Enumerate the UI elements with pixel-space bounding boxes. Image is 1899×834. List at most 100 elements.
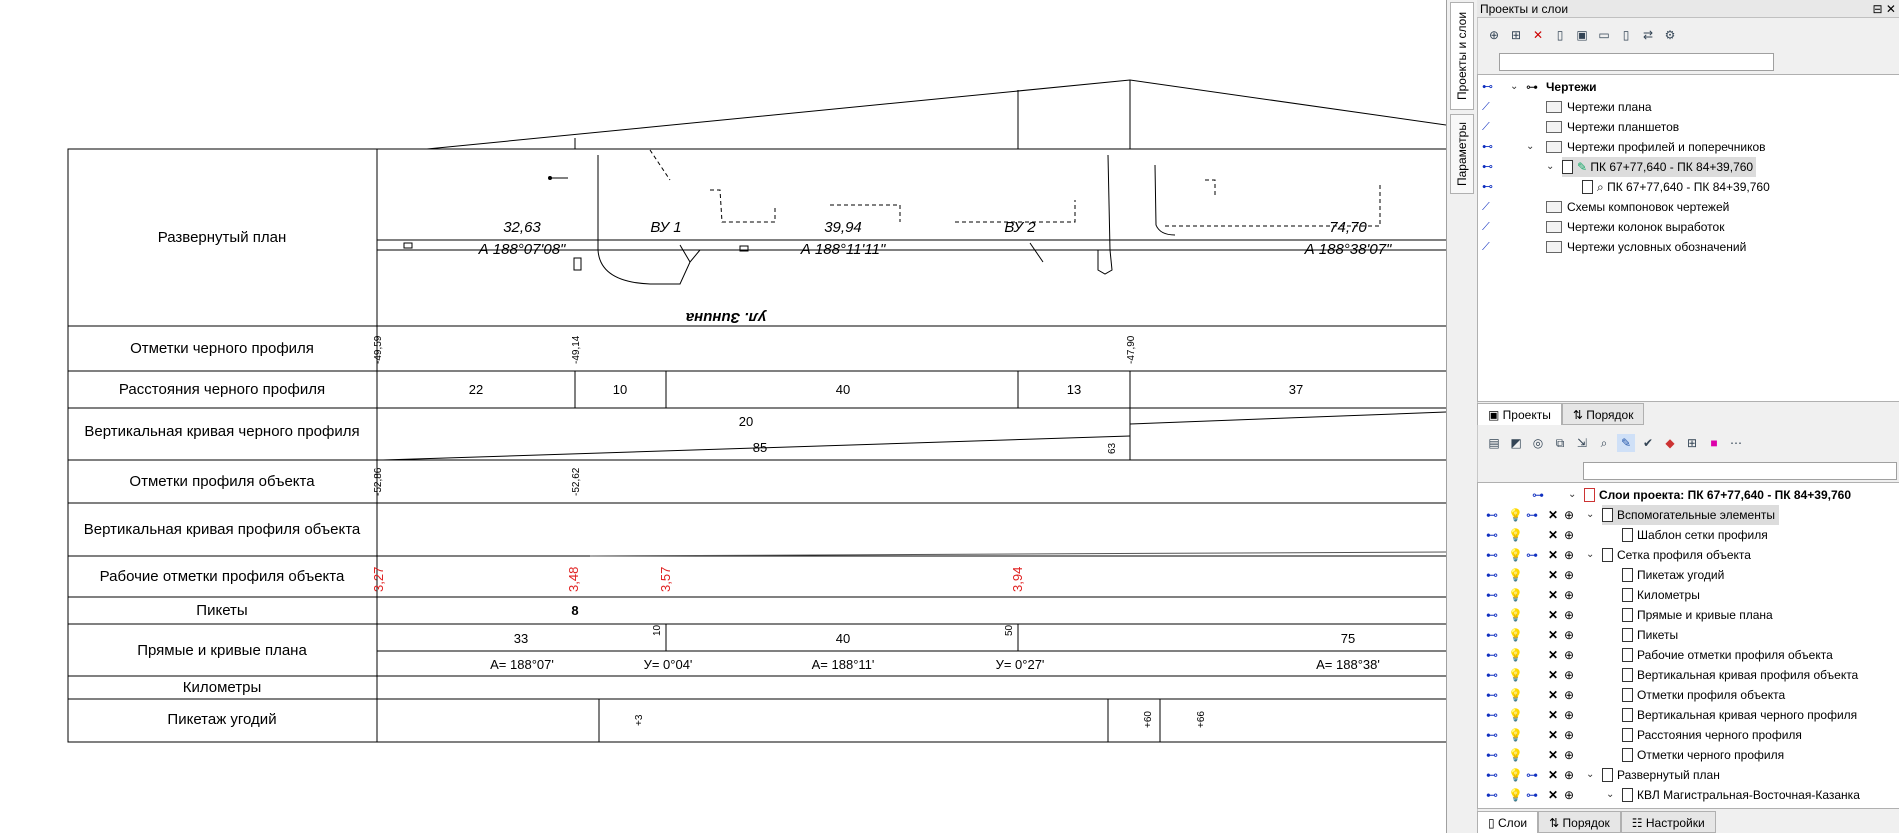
- layer-km[interactable]: ⊷💡✕⊕ Километры: [1482, 585, 1897, 605]
- link-icon[interactable]: ⊷: [1486, 708, 1498, 722]
- crosshair-icon[interactable]: ⊕: [1564, 688, 1575, 702]
- bulb-icon[interactable]: 💡: [1508, 728, 1523, 742]
- layer-land[interactable]: ⊷💡✕⊕ Пикетаж угодий: [1482, 565, 1897, 585]
- link-arrow-icon[interactable]: ⊶: [1526, 508, 1538, 522]
- bulb-icon[interactable]: 💡: [1508, 648, 1523, 662]
- layer-obj-marks[interactable]: ⊷💡✕⊕ Отметки профиля объекта: [1482, 685, 1897, 705]
- layer-kvl[interactable]: ⊷💡⊶✕⊕ ⌄ КВЛ Магистральная-Восточная-Каза…: [1482, 785, 1897, 805]
- cross-icon[interactable]: ✕: [1548, 628, 1559, 642]
- add-subproject-icon[interactable]: ⊞: [1510, 28, 1522, 42]
- cross-icon[interactable]: ✕: [1548, 648, 1559, 662]
- chevron-down-icon[interactable]: ⌄: [1526, 141, 1535, 152]
- layers-search-input[interactable]: [1583, 462, 1897, 480]
- bulb-icon[interactable]: 💡: [1508, 588, 1523, 602]
- bulb-icon[interactable]: 💡: [1508, 608, 1523, 622]
- layer-aux[interactable]: ⊷💡⊶✕⊕ ⌄ Вспомогательные элементы: [1482, 505, 1897, 525]
- projects-search-input[interactable]: [1499, 53, 1774, 71]
- link-icon[interactable]: ⊷: [1486, 628, 1498, 642]
- cross-icon[interactable]: ✕: [1548, 708, 1559, 722]
- cross-icon[interactable]: ✕: [1548, 508, 1559, 522]
- crosshair-icon[interactable]: ⊕: [1564, 608, 1575, 622]
- link-icon[interactable]: ⊷: [1486, 648, 1498, 662]
- copy-drawing-icon[interactable]: ▭: [1598, 28, 1610, 42]
- paste-drawing-icon[interactable]: ▯: [1622, 28, 1630, 42]
- crosshair-icon[interactable]: ⊕: [1564, 788, 1575, 802]
- crosshair-icon[interactable]: ⊕: [1564, 548, 1575, 562]
- layer-move-icon[interactable]: ⇲: [1576, 436, 1588, 450]
- tab-layer-order[interactable]: ⇅ Порядок: [1538, 811, 1621, 833]
- cross-icon[interactable]: ✕: [1548, 768, 1559, 782]
- crosshair-icon[interactable]: ⊕: [1564, 588, 1575, 602]
- layer-style-icon[interactable]: ◩: [1510, 436, 1522, 450]
- layer-plan-lines[interactable]: ⊷💡✕⊕ Прямые и кривые плана: [1482, 605, 1897, 625]
- link-icon[interactable]: ⊷: [1486, 508, 1498, 522]
- bulb-icon[interactable]: 💡: [1508, 668, 1523, 682]
- layer-work-marks[interactable]: ⊷💡✕⊕ Рабочие отметки профиля объекта: [1482, 645, 1897, 665]
- layer-grid-template[interactable]: ⊷💡✕⊕ Шаблон сетки профиля: [1482, 525, 1897, 545]
- check-icon[interactable]: ✔: [1642, 436, 1654, 450]
- link-icon[interactable]: ⊷: [1486, 768, 1498, 782]
- crosshair-icon[interactable]: ⊕: [1564, 648, 1575, 662]
- link-icon[interactable]: ⊷: [1486, 688, 1498, 702]
- crosshair-icon[interactable]: ⊕: [1564, 708, 1575, 722]
- link-icon[interactable]: ⊷: [1486, 548, 1498, 562]
- crosshair-icon[interactable]: ⊕: [1564, 528, 1575, 542]
- brush-icon[interactable]: ✎: [1617, 434, 1635, 452]
- layer-preview-icon[interactable]: ⌕: [1600, 435, 1608, 450]
- profile-drawing-canvas[interactable]: Развернутый план Отметки черного профиля…: [0, 0, 1446, 833]
- vtab-projects-layers[interactable]: Проекты и слои: [1450, 2, 1474, 110]
- chevron-down-icon[interactable]: ⌄: [1586, 769, 1595, 780]
- cross-icon[interactable]: ✕: [1548, 608, 1559, 622]
- link-arrow-icon[interactable]: ⊶: [1526, 548, 1538, 562]
- cross-icon[interactable]: ✕: [1548, 728, 1559, 742]
- bulb-icon[interactable]: 💡: [1508, 768, 1523, 782]
- layer-black-marks[interactable]: ⊷💡✕⊕ Отметки черного профиля: [1482, 745, 1897, 765]
- bulb-icon[interactable]: 💡: [1508, 548, 1523, 562]
- layer-unfolded-plan[interactable]: ⊷💡⊶✕⊕ ⌄ Развернутый план: [1482, 765, 1897, 785]
- cross-icon[interactable]: ✕: [1548, 788, 1559, 802]
- delete-project-icon[interactable]: ✕: [1532, 28, 1544, 42]
- layer-color-icon[interactable]: ■: [1710, 436, 1718, 450]
- layer-props-icon[interactable]: ▤: [1488, 436, 1500, 450]
- link-icon[interactable]: ⊷: [1486, 588, 1498, 602]
- new-drawing-icon[interactable]: ▯: [1556, 28, 1564, 42]
- crosshair-icon[interactable]: ⊕: [1564, 628, 1575, 642]
- layer-vcurve-obj[interactable]: ⊷💡✕⊕ Вертикальная кривая профиля объекта: [1482, 665, 1897, 685]
- cross-icon[interactable]: ✕: [1548, 528, 1559, 542]
- chevron-down-icon[interactable]: ⌄: [1568, 489, 1577, 500]
- add-project-icon[interactable]: ⊕: [1488, 28, 1500, 42]
- vtab-parameters[interactable]: Параметры: [1450, 114, 1474, 194]
- cross-icon[interactable]: ✕: [1548, 668, 1559, 682]
- bulb-icon[interactable]: 💡: [1508, 568, 1523, 582]
- crosshair-icon[interactable]: ⊕: [1564, 668, 1575, 682]
- link-arrow-icon[interactable]: ⊶: [1526, 788, 1538, 802]
- bulb-icon[interactable]: 💡: [1508, 708, 1523, 722]
- layer-black-dist[interactable]: ⊷💡✕⊕ Расстояния черного профиля: [1482, 725, 1897, 745]
- link-icon[interactable]: ⊷: [1486, 748, 1498, 762]
- cross-icon[interactable]: ✕: [1548, 568, 1559, 582]
- bulb-icon[interactable]: 💡: [1508, 788, 1523, 802]
- bulb-icon[interactable]: 💡: [1508, 628, 1523, 642]
- chevron-down-icon[interactable]: ⌄: [1586, 549, 1595, 560]
- bulb-icon[interactable]: 💡: [1508, 528, 1523, 542]
- tab-order[interactable]: ⇅ Порядок: [1561, 403, 1645, 425]
- tab-layers[interactable]: ▯ Слои: [1477, 811, 1539, 833]
- chevron-down-icon[interactable]: ⌄: [1546, 161, 1555, 172]
- open-drawing-icon[interactable]: ▣: [1576, 28, 1588, 42]
- bulb-icon[interactable]: 💡: [1508, 508, 1523, 522]
- crosshair-icon[interactable]: ⊕: [1564, 508, 1575, 522]
- link-icon[interactable]: ⊷: [1486, 668, 1498, 682]
- bulb-icon[interactable]: 💡: [1508, 748, 1523, 762]
- layer-object-grid[interactable]: ⊷💡⊶✕⊕ ⌄ Сетка профиля объекта: [1482, 545, 1897, 565]
- cross-icon[interactable]: ✕: [1548, 548, 1559, 562]
- layer-pickets[interactable]: ⊷💡✕⊕ Пикеты: [1482, 625, 1897, 645]
- link-arrow-icon[interactable]: ⊶: [1526, 768, 1538, 782]
- layers-root[interactable]: ⊶ ⌄ Слои проекта: ПК 67+77,640 - ПК 84+3…: [1482, 485, 1897, 505]
- layer-filter-icon[interactable]: ◆: [1665, 436, 1675, 450]
- layer-options-icon[interactable]: ⋯: [1730, 436, 1742, 450]
- tab-settings[interactable]: ☷ Настройки: [1620, 811, 1716, 833]
- cross-icon[interactable]: ✕: [1548, 588, 1559, 602]
- tab-projects[interactable]: ▣ Проекты: [1477, 403, 1562, 425]
- chevron-down-icon[interactable]: ⌄: [1510, 81, 1519, 92]
- link-icon[interactable]: ⊷: [1486, 568, 1498, 582]
